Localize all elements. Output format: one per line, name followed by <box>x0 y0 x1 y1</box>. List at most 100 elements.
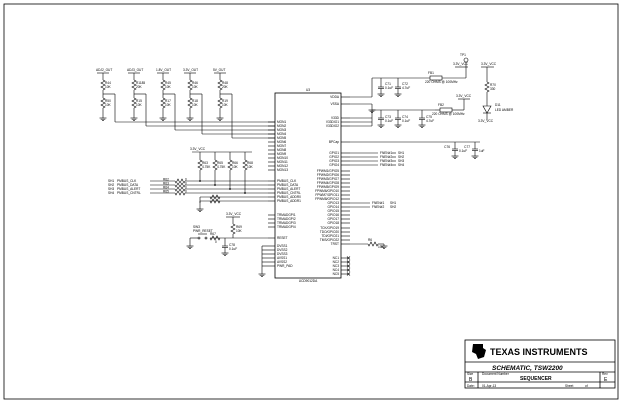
resistor-ref: R45 <box>165 81 171 85</box>
pin-label: V33DIO1 <box>326 120 339 124</box>
resistor-ref: R62 <box>163 178 169 182</box>
resistor-value: 10K <box>192 85 199 89</box>
ferrite-ref: FB1 <box>428 71 434 75</box>
reset-series-resistor <box>209 235 221 241</box>
pin-label-mon11: MON11 <box>277 160 288 164</box>
led-ref: D11 <box>495 103 501 107</box>
ic-ref: U3 <box>306 88 310 92</box>
header-ref: SH3 <box>398 159 404 163</box>
sheet-border <box>3 3 619 400</box>
sheet-label: Sheet <box>565 384 573 388</box>
divider-top-resistor <box>160 79 166 91</box>
no-connect-mark <box>346 268 351 272</box>
pmbus-net-label: PMBUS_CLK <box>117 179 137 183</box>
header-ref: SH4 <box>398 163 404 167</box>
date-label: Date: <box>467 384 475 388</box>
ground-symbol <box>186 116 194 121</box>
resistor-ref: R66 <box>232 161 238 165</box>
resistor-ref: R63 <box>163 182 169 186</box>
pin-label: GPIO18 <box>327 221 339 225</box>
pin-label: AVSS1 <box>277 256 287 260</box>
pin-label: TRMADGPI1 <box>277 213 296 217</box>
capacitor-value: 4.7uF <box>402 86 410 90</box>
divider-bottom-resistor <box>100 97 106 109</box>
resistor-value: 10K <box>232 165 239 169</box>
pin-label: FPWM3/GPIO7 <box>317 177 339 181</box>
header-ref: SH2 <box>108 183 114 187</box>
supply-net-label: ADJ2_OUT <box>96 68 112 72</box>
rev-value: E <box>604 377 608 383</box>
ground-symbol <box>196 207 204 212</box>
pin-label-mon2: MON2 <box>277 124 286 128</box>
capacitor-value: 0.1uF <box>385 119 393 123</box>
gpio-net-label: FNEN#3 <box>380 159 392 163</box>
ground-symbol <box>451 154 459 159</box>
pin-label: TCK/GPIO19 <box>320 226 339 230</box>
bypass-capacitor <box>472 145 478 154</box>
pin-label: V33DIO2 <box>326 124 339 128</box>
pullup-resistor <box>227 159 233 171</box>
ground-symbol <box>471 154 479 159</box>
pmbus-series-resistor <box>174 178 186 184</box>
resistor-ref: R6 <box>368 238 372 242</box>
header-ref: SH3 <box>108 187 114 191</box>
no-connect-mark <box>346 264 351 268</box>
supply-net-label: 1.8V_OUT <box>156 68 171 72</box>
capacitor-value: 0.1uF <box>385 86 393 90</box>
net-label: 3.3V_VCC <box>453 62 469 66</box>
capacitor-value: 1uF <box>479 149 485 153</box>
pin-label: PMBUS_ADDR0 <box>277 195 301 199</box>
resistor-value: 10K <box>165 85 172 89</box>
header-ref: SH2 <box>398 155 404 159</box>
pin-label-mon13: MON13 <box>277 168 288 172</box>
divider-bottom-resistor <box>217 97 223 109</box>
header-ref: SH1 <box>390 201 396 205</box>
ground-symbol <box>394 92 402 97</box>
resistor-value: 10K <box>236 229 243 233</box>
bypass-capacitor <box>452 145 458 154</box>
pin-label: NC2 <box>333 260 340 264</box>
trst-resistor <box>367 241 379 247</box>
pin-label: PMBUS_ADDR1 <box>277 199 301 203</box>
resistor-value: 10K <box>105 85 112 89</box>
pin-label: DVSS2 <box>277 248 288 252</box>
pmbus-series-resistor <box>174 182 186 188</box>
resistor-value: 10K <box>247 165 254 169</box>
reset-pullup <box>230 223 236 235</box>
pin-label: TDO/GPIO20 <box>320 230 339 234</box>
pin-label: FPWM1/GPIO5 <box>317 169 339 173</box>
pin-label-mon3: MON3 <box>277 128 286 132</box>
resistor-value: 10K <box>136 103 143 107</box>
pin-label: NC5 <box>333 272 340 276</box>
title-block: TEXAS INSTRUMENTS SCHEMATIC, TSW2200 Doc… <box>464 339 616 389</box>
ic-body <box>274 92 342 279</box>
decoupling-capacitor <box>395 114 401 123</box>
ferrite-desc: 220 OHMS @ 100MHz <box>425 80 458 84</box>
pin-label: BPCap <box>329 140 339 144</box>
capacitor-ref: C73 <box>385 115 391 119</box>
capacitor-ref: C74 <box>402 115 408 119</box>
pin-label-mon8: MON8 <box>277 148 286 152</box>
sheet-of-label: of <box>585 384 588 388</box>
pin-label: NC4 <box>333 268 340 272</box>
pin-label: DVSS3 <box>277 252 288 256</box>
resistor-ref: R18 <box>192 99 198 103</box>
resistor-ref: R19 <box>222 99 228 103</box>
divider-bottom-resistor <box>131 97 137 109</box>
capacitor-value: 0.1uF <box>229 247 237 251</box>
resistor-ref: R67 <box>210 232 216 236</box>
led-name: LED AMBER <box>495 108 514 112</box>
ground-symbol <box>99 116 107 121</box>
divider-top-resistor <box>131 79 137 91</box>
pin-label: PMBUS_DATA <box>277 183 299 187</box>
address-resistor <box>209 194 221 200</box>
capacitor-value: 4.7uF <box>426 119 434 123</box>
resistor-ref: R65 <box>163 190 169 194</box>
pin-label-mon5: MON5 <box>277 136 286 140</box>
pmbus-net-label: PMBUS_DATA <box>117 183 139 187</box>
led-resistor <box>484 81 490 93</box>
header-ref: SH2 <box>390 205 396 209</box>
